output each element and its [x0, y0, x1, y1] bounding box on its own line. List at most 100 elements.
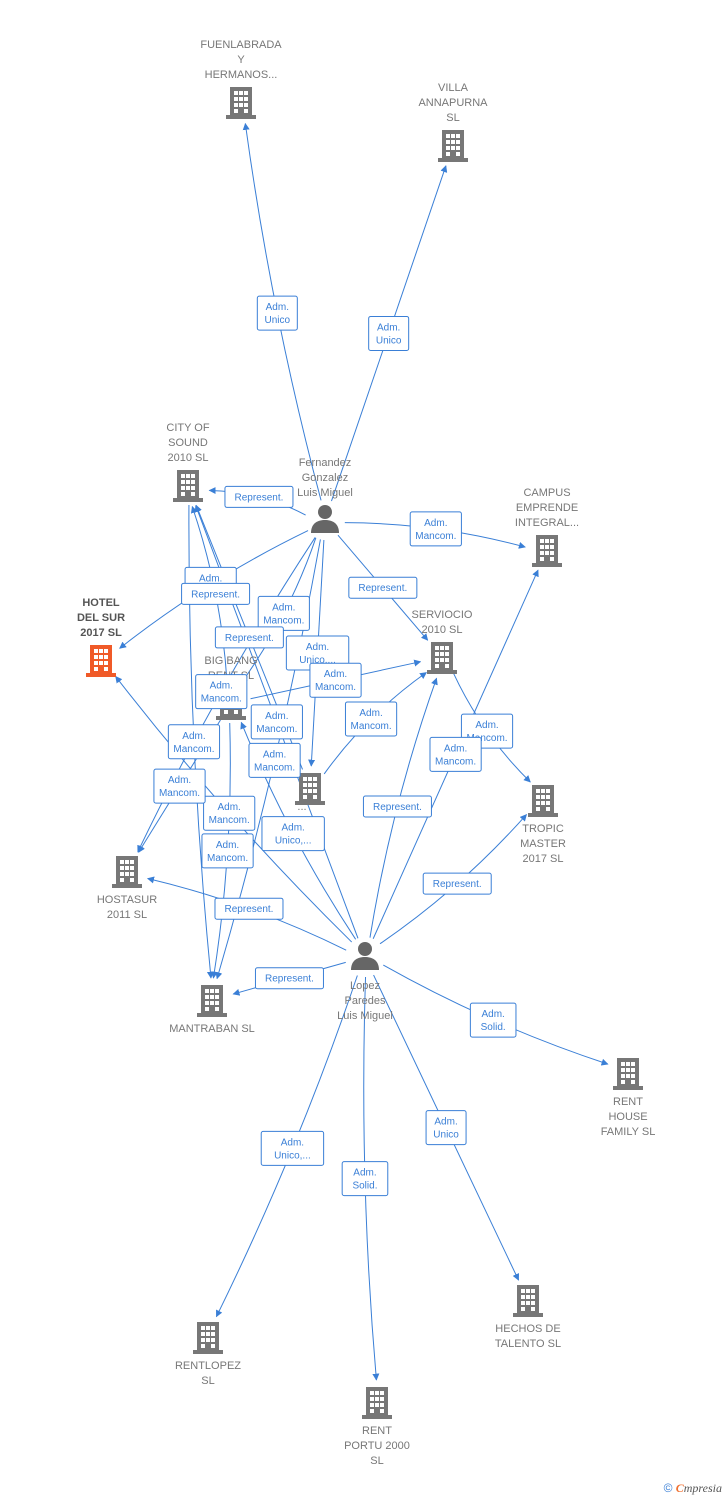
edge-label-box [260, 1130, 325, 1166]
node-label: HECHOS DE [495, 1323, 560, 1335]
node-label: Paredes [345, 995, 386, 1007]
edge-label[interactable]: Adm.Mancom. [201, 833, 254, 869]
node-label: HOUSE [608, 1111, 647, 1123]
edge-label[interactable]: Adm.Mancom. [309, 662, 362, 698]
building-icon [197, 985, 227, 1017]
node-label: SL [446, 112, 459, 124]
node-renthouse[interactable]: RENT HOUSE FAMILY SL [601, 1058, 656, 1138]
node-label: FAMILY SL [601, 1126, 656, 1138]
edge-label-box [256, 295, 298, 331]
edge-label-text: Unico,... [274, 1150, 311, 1161]
edge-label[interactable]: Adm.Unico [368, 315, 410, 351]
edge-label[interactable]: Adm.Unico,... [260, 1130, 325, 1166]
building-icon [226, 87, 256, 119]
edge-label-text: Mancom. [201, 694, 242, 705]
edge-label-text: Mancom. [209, 815, 250, 826]
edge-label-text: Mancom. [263, 615, 304, 626]
edge-label-text: Unico [265, 315, 291, 326]
edge-label-text: Solid. [352, 1181, 377, 1192]
edge-label[interactable]: Adm. Mancom. [257, 595, 310, 631]
edge-label-text: Adm. [424, 518, 447, 529]
edge-label[interactable]: Adm.Solid. [341, 1161, 389, 1197]
edge-label[interactable]: Adm.Unico [425, 1110, 467, 1146]
edge-label-box [409, 511, 462, 547]
node-label: SERVIOCIO [412, 609, 473, 621]
edge-label-text: Represent. [225, 633, 274, 644]
edge-label-text: Adm. [475, 720, 498, 731]
edge-label-box [195, 674, 248, 710]
edge-label[interactable]: Adm.Mancom. [167, 724, 221, 760]
node-campus[interactable]: CAMPUSEMPRENDEINTEGRAL... [515, 487, 579, 567]
edge-label-text: Mancom. [415, 531, 456, 542]
edge-label[interactable]: Represent. [362, 795, 432, 818]
edge-label-text: Unico [433, 1130, 459, 1141]
edge-label[interactable]: Adm. Mancom. [250, 704, 303, 740]
edge-label-box [344, 701, 398, 737]
edge-label-text: Mancom. [351, 721, 392, 732]
edge-label-box [422, 872, 492, 895]
edge-label-box [254, 967, 324, 990]
building-icon [532, 535, 562, 567]
node-serviocio[interactable]: SERVIOCIO 2010 SL [412, 609, 473, 674]
edge-label-text: Represent. [234, 492, 283, 503]
edge-label-text: Adm. [218, 802, 241, 813]
edge-label-text: Adm. [265, 711, 288, 722]
edge-label-text: Solid. [481, 1022, 506, 1033]
edge-label-text: Mancom. [256, 724, 297, 735]
edge-label[interactable]: Represent. [348, 576, 418, 599]
edge-label-text: Adm. [306, 642, 329, 653]
edge-label[interactable]: Adm. Mancom. [203, 795, 256, 831]
edge-label-text: Adm. [359, 708, 382, 719]
edge-label[interactable]: Represent. [422, 872, 492, 895]
edge-label[interactable]: Adm.Solid. [469, 1002, 517, 1038]
edge-label-box [429, 736, 482, 772]
edge-label[interactable]: Adm.Unico [256, 295, 298, 331]
edge-label-text: Represent. [433, 879, 482, 890]
node-label: HERMANOS... [205, 69, 278, 81]
edge-label[interactable]: Adm.Mancom. [153, 768, 206, 804]
node-label: RENT [613, 1096, 643, 1108]
node-mantraban[interactable]: MANTRABAN SL [169, 985, 255, 1035]
node-label: MANTRABAN SL [169, 1023, 255, 1035]
node-label: BIG BANG [204, 655, 257, 667]
edge-label-text: Adm. [444, 743, 467, 754]
edge-label[interactable]: Adm.Unico,... [261, 816, 325, 852]
edge-label-text: Represent. [358, 583, 407, 594]
edge-label-text: Represent. [191, 589, 240, 600]
edge-label-box [348, 576, 418, 599]
edge-label-box [469, 1002, 517, 1038]
brand-logo[interactable]: Cmpresia [675, 1481, 722, 1495]
edge-label-text: Adm. [272, 602, 295, 613]
node-label: DEL SUR [77, 612, 125, 624]
building-icon [613, 1058, 643, 1090]
node-fuenlabrada[interactable]: FUENLABRADAYHERMANOS... [200, 39, 282, 119]
edge-label-box [214, 626, 284, 649]
edge-label[interactable]: Represent. [214, 626, 284, 649]
node-label: Luis Miguel [337, 1010, 393, 1022]
edge-label[interactable]: Represent. [181, 582, 251, 605]
node-label: ... [297, 801, 306, 813]
edge-label[interactable]: Represent. [214, 897, 284, 920]
person-icon [351, 942, 379, 970]
edge-label-text: Adm. [377, 322, 400, 333]
edge-label[interactable]: Represent. [254, 967, 324, 990]
edge-label[interactable]: Adm.Mancom. [195, 674, 248, 710]
edge-label[interactable]: Adm. Mancom. [409, 511, 462, 547]
edge-label-box [261, 816, 325, 852]
edge-label-text: Adm. [168, 775, 191, 786]
node-label: 2010 SL [422, 624, 463, 636]
edge-label[interactable]: Adm. Mancom. [344, 701, 398, 737]
edge-label[interactable]: Adm.Mancom. [248, 742, 301, 778]
edge-label[interactable]: Represent. [224, 485, 294, 508]
edge-label[interactable]: Adm.Mancom. [429, 736, 482, 772]
